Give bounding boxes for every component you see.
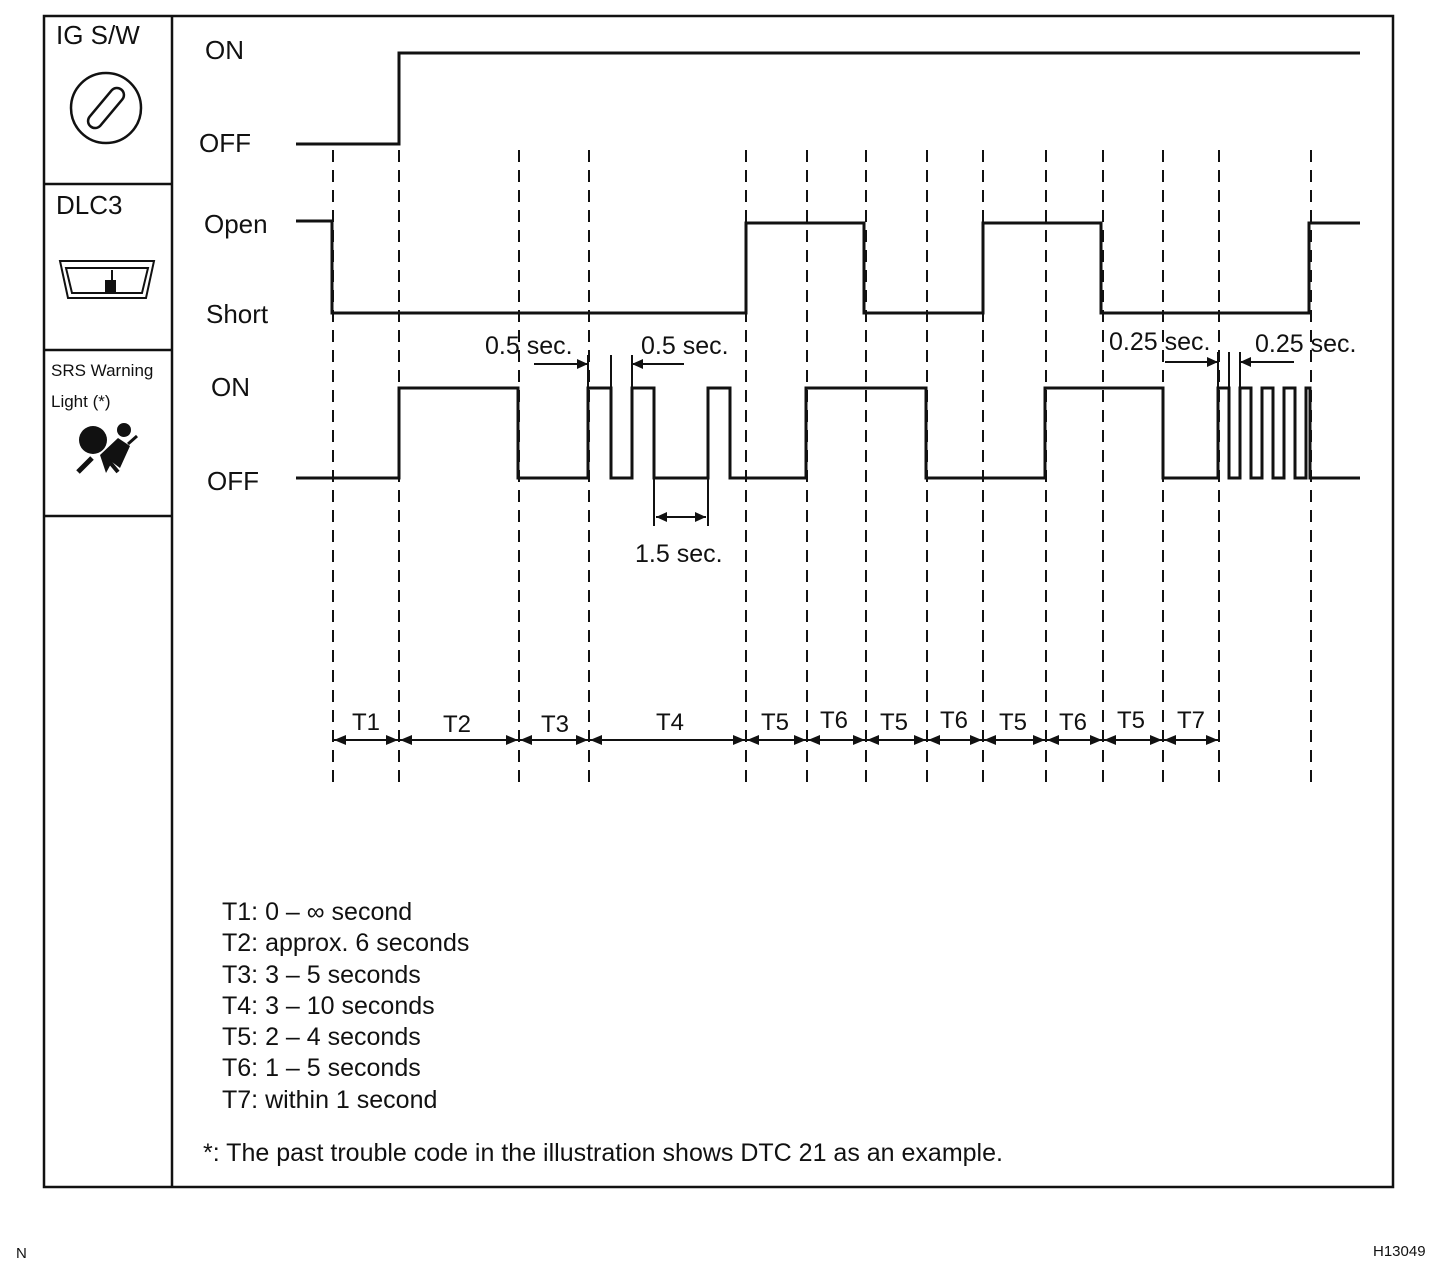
interval-label: T5 bbox=[761, 709, 790, 736]
arrowhead bbox=[576, 735, 588, 745]
arrowhead bbox=[867, 735, 879, 745]
legend-item: T1: 0 – ∞ second bbox=[222, 898, 413, 926]
footnote: *: The past trouble code in the illustra… bbox=[203, 1139, 1003, 1167]
legend-item: T4: 3 – 10 seconds bbox=[222, 991, 435, 1020]
interval-label: T3 bbox=[541, 711, 570, 738]
arrowhead bbox=[1150, 735, 1162, 745]
arrowhead bbox=[1104, 735, 1116, 745]
dlc-short-label: Short bbox=[206, 299, 269, 329]
legend-item: T5: 2 – 4 seconds bbox=[222, 1023, 421, 1052]
pulse-dimension-markers bbox=[534, 352, 1294, 526]
interval-arrows bbox=[334, 735, 1218, 745]
corner-mark-left: N bbox=[16, 1245, 27, 1262]
arrowhead bbox=[1240, 357, 1251, 367]
dlc3-waveform bbox=[296, 219, 1360, 315]
arrowhead bbox=[914, 735, 926, 745]
arrowhead bbox=[695, 512, 706, 522]
ig-switch-waveform bbox=[296, 51, 1360, 146]
waveforms bbox=[296, 51, 1360, 480]
arrowhead bbox=[1206, 735, 1218, 745]
interval-label: T5 bbox=[1117, 707, 1146, 734]
arrowhead bbox=[386, 735, 398, 745]
ignition-key-icon bbox=[69, 71, 143, 145]
arrowhead bbox=[334, 735, 346, 745]
arrowhead bbox=[1164, 735, 1176, 745]
legend-item: T2: approx. 6 seconds bbox=[222, 929, 470, 958]
dlc-open-label: Open bbox=[204, 209, 268, 239]
arrowhead bbox=[400, 735, 412, 745]
arrowhead bbox=[794, 735, 806, 745]
arrowhead bbox=[520, 735, 532, 745]
arrowhead bbox=[984, 735, 996, 745]
interval-label: T7 bbox=[1177, 707, 1206, 734]
arrowhead bbox=[506, 735, 518, 745]
arrowhead bbox=[808, 735, 820, 745]
arrowhead bbox=[577, 359, 588, 369]
arrowhead bbox=[733, 735, 745, 745]
figure-id: H13049 bbox=[1373, 1243, 1426, 1260]
airbag-warning-icon bbox=[76, 423, 138, 474]
srs-warning-light-waveform bbox=[296, 386, 1360, 480]
srs-off-label: OFF bbox=[207, 466, 259, 496]
pulse-0-25-sec-right: 0.25 sec. bbox=[1255, 330, 1357, 358]
interval-label: T5 bbox=[999, 709, 1028, 736]
pulse-0-5-sec-right: 0.5 sec. bbox=[641, 332, 729, 360]
diagram-frame bbox=[42, 14, 1395, 1189]
srs-on-label: ON bbox=[211, 372, 250, 402]
dlc3-connector-icon bbox=[58, 260, 156, 299]
interval-legend: T1: 0 – ∞ second T2: approx. 6 seconds T… bbox=[222, 897, 469, 1116]
arrowhead bbox=[853, 735, 865, 745]
legend-item: T7: within 1 second bbox=[222, 1085, 438, 1114]
arrowhead bbox=[1090, 735, 1102, 745]
interval-label: T2 bbox=[443, 711, 472, 738]
interval-label: T5 bbox=[880, 709, 909, 736]
arrowhead bbox=[928, 735, 940, 745]
interval-label: T6 bbox=[940, 707, 969, 734]
pulse-0-25-sec-left: 0.25 sec. bbox=[1109, 328, 1211, 356]
interval-label: T6 bbox=[1059, 709, 1088, 736]
arrowhead bbox=[970, 735, 982, 745]
interval-label: T4 bbox=[656, 709, 685, 736]
interval-label: T6 bbox=[820, 707, 849, 734]
ig-sw-label: IG S/W bbox=[56, 20, 140, 50]
ig-on-label: ON bbox=[205, 35, 244, 65]
srs-light-label: Light (*) bbox=[51, 392, 111, 411]
interval-label: T1 bbox=[352, 709, 381, 736]
arrowhead bbox=[632, 359, 643, 369]
arrowhead bbox=[747, 735, 759, 745]
dlc3-label: DLC3 bbox=[56, 190, 123, 220]
ig-off-label: OFF bbox=[199, 128, 251, 158]
arrowhead bbox=[1207, 357, 1218, 367]
pulse-0-5-sec-left: 0.5 sec. bbox=[485, 332, 573, 360]
pulse-1-5-sec: 1.5 sec. bbox=[635, 540, 723, 568]
legend-item: T6: 1 – 5 seconds bbox=[222, 1054, 421, 1083]
arrowhead bbox=[1033, 735, 1045, 745]
arrowhead bbox=[590, 735, 602, 745]
arrowhead bbox=[1047, 735, 1059, 745]
arrowhead bbox=[656, 512, 667, 522]
legend-item: T3: 3 – 5 seconds bbox=[222, 960, 421, 989]
srs-warning-label: SRS Warning bbox=[51, 361, 154, 380]
